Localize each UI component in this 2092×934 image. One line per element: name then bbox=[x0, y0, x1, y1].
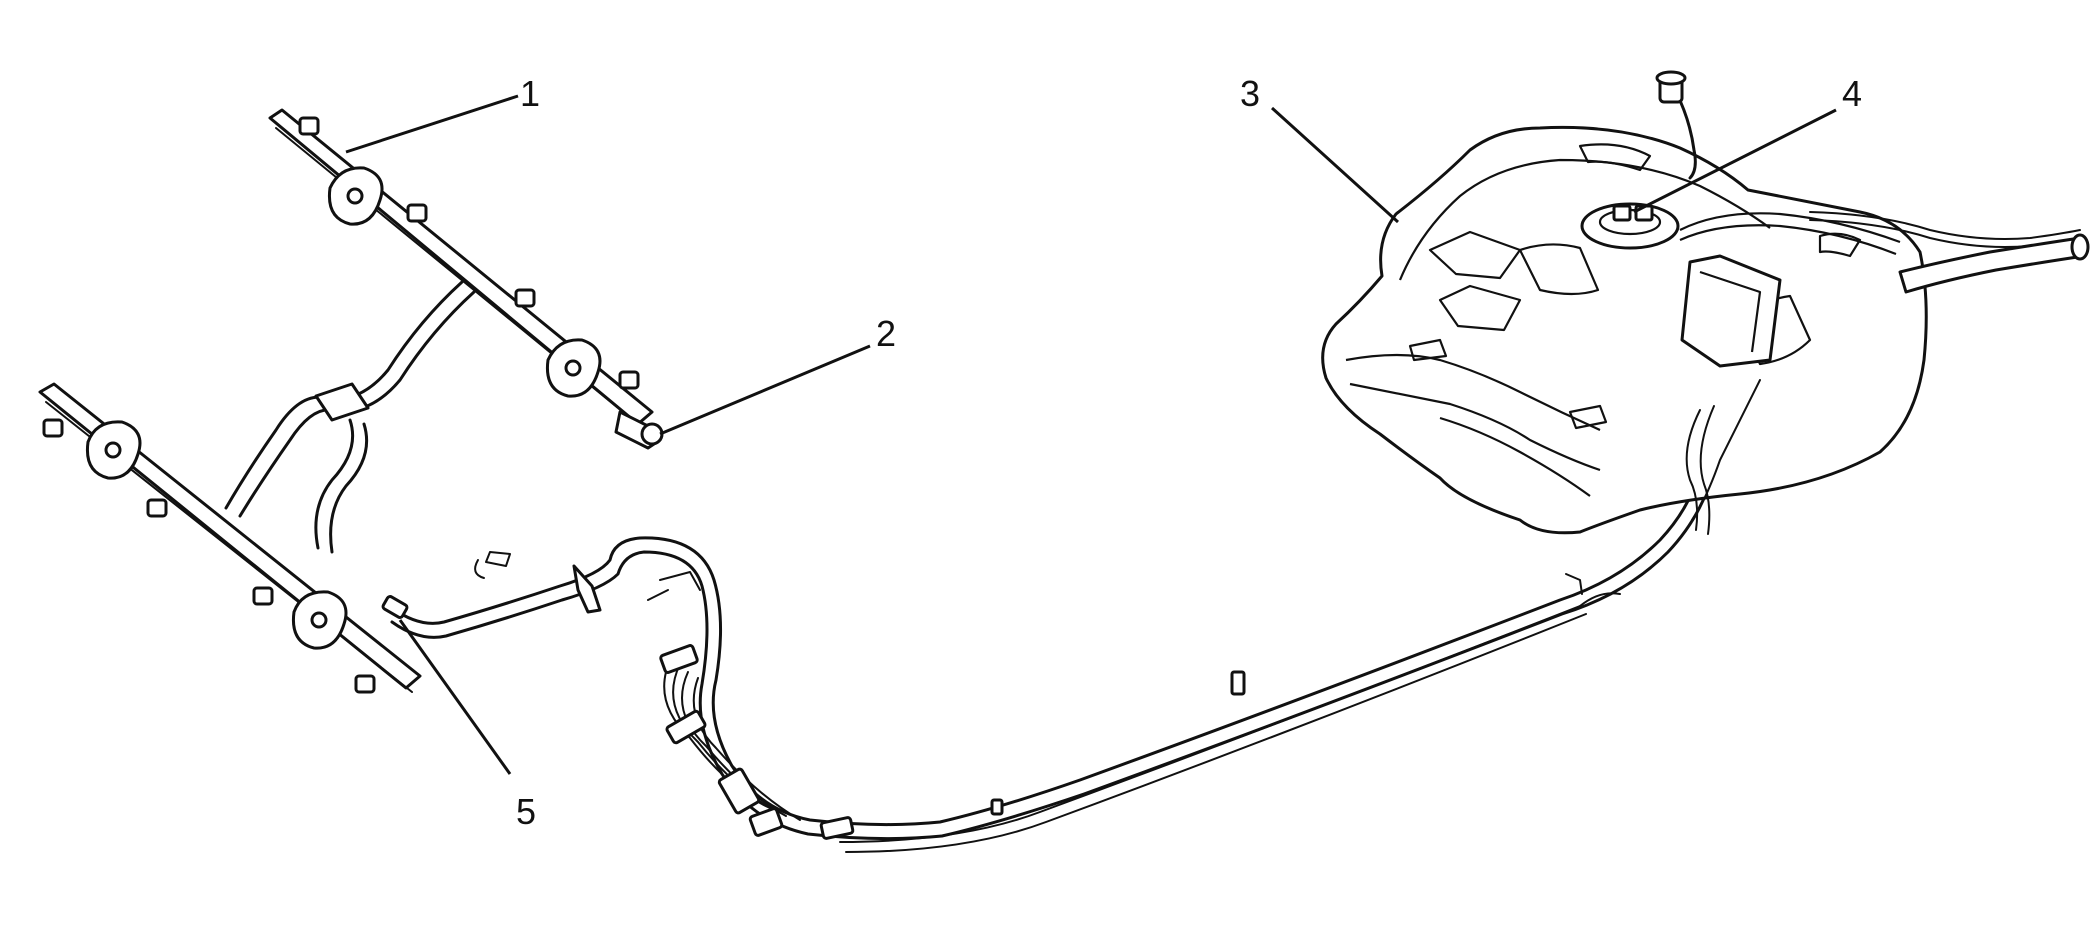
bundled-lines bbox=[659, 573, 1621, 853]
callout-5: 5 bbox=[516, 791, 537, 832]
callout-1: 1 bbox=[520, 73, 541, 114]
lower-rail-injectors bbox=[42, 418, 376, 694]
leader-3 bbox=[1270, 106, 1400, 224]
upper-fuel-rail bbox=[268, 108, 664, 450]
upper-rail-end-fitting bbox=[614, 410, 664, 450]
fuel-feed-pipe bbox=[381, 468, 1714, 841]
fuel-pump-module bbox=[1580, 202, 1680, 250]
evap-canister bbox=[1680, 254, 1782, 368]
callout-2: 2 bbox=[876, 313, 897, 354]
leader-lines bbox=[345, 94, 1837, 775]
filler-neck bbox=[1898, 233, 2090, 294]
leader-5 bbox=[398, 619, 512, 775]
lower-fuel-rail bbox=[38, 382, 422, 694]
callout-4: 4 bbox=[1842, 73, 1863, 114]
crossover-tube bbox=[224, 280, 476, 554]
leader-4 bbox=[1633, 108, 1837, 214]
lower-rail-brackets bbox=[85, 420, 348, 650]
upper-rail-injectors bbox=[298, 116, 640, 390]
leader-2 bbox=[659, 344, 871, 436]
fuel-tank bbox=[1321, 70, 2090, 535]
callout-3: 3 bbox=[1240, 73, 1261, 114]
leader-1 bbox=[345, 94, 519, 154]
upper-rail-brackets bbox=[327, 166, 602, 398]
harness-connector bbox=[1655, 70, 1697, 180]
